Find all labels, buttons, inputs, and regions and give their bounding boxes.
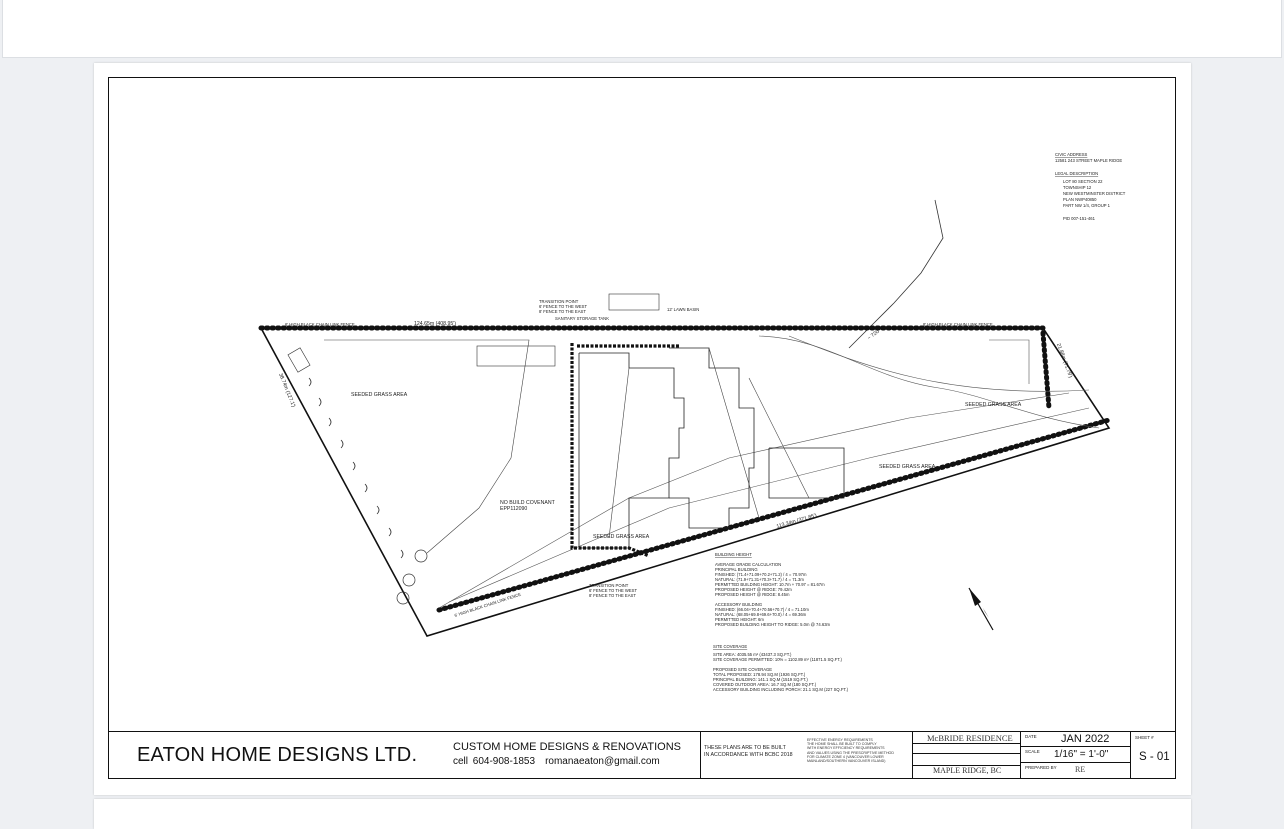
area-label-east: SEEDED GRASS AREA xyxy=(965,402,1022,408)
dim-east: 21.88m (71.79') xyxy=(1055,343,1073,379)
area-label-southeast: SEEDED GRASS AREA xyxy=(879,464,936,470)
accessory-building xyxy=(768,447,845,499)
title-block: EATON HOME DESIGNS LTD. CUSTOM HOME DESI… xyxy=(109,731,1175,778)
drawing-frame: CIVIC ADDRESS 12581 243 STREET MAPLE RID… xyxy=(108,77,1176,779)
svg-text:SITE COVERAGE: SITE COVERAGE xyxy=(713,644,747,649)
transition-top: TRANSITION POINT xyxy=(539,299,579,304)
svg-text:SITE AREA: 4035.55 m² (43437.3: SITE AREA: 4035.55 m² (43437.3 SQ.FT.) xyxy=(713,652,792,657)
fence-nw-label: 6' HIGH BLACK CHAIN LINK FENCE xyxy=(285,322,355,327)
legal-line: PLAN NWP40850 xyxy=(1063,197,1097,202)
document-page: CIVIC ADDRESS 12581 243 STREET MAPLE RID… xyxy=(94,63,1191,795)
area-label-center: SEEDED GRASS AREA xyxy=(593,534,650,540)
svg-text:PROPOSED HEIGHT @ RIDGE: 8.45m: PROPOSED HEIGHT @ RIDGE: 8.45m xyxy=(715,592,790,597)
legal-line: LOT 80 SECTION 22 xyxy=(1063,179,1103,184)
west-trees xyxy=(308,377,404,559)
svg-text:COVERED OUTDOOR AREA: 16.7 SQ.: COVERED OUTDOOR AREA: 16.7 SQ.M (180 SQ.… xyxy=(713,682,817,687)
next-page xyxy=(94,799,1191,829)
fence-south xyxy=(436,417,1112,613)
email: romanaeaton@gmail.com xyxy=(545,756,660,767)
legal-info: CIVIC ADDRESS 12581 243 STREET MAPLE RID… xyxy=(1055,152,1126,221)
scale-label: SCALE xyxy=(1025,749,1040,754)
civic-address: 12581 243 STREET MAPLE RIDGE xyxy=(1055,158,1122,163)
legal-line: TOWNSHIP 12 xyxy=(1063,185,1092,190)
svg-text:PERMITTED HEIGHT: 6m: PERMITTED HEIGHT: 6m xyxy=(715,617,764,622)
svg-text:ACCESSORY BUILDING INCLUDING P: ACCESSORY BUILDING INCLUDING PORCH: 21.1… xyxy=(713,687,849,692)
project-info: McBRIDE RESIDENCE MAPLE RIDGE, BC xyxy=(913,732,1021,778)
svg-text:PRINCIPAL BUILDING: PRINCIPAL BUILDING xyxy=(715,567,758,572)
energy-note: EFFECTIVE ENERGY REQUIREMENTS THE HOME S… xyxy=(805,732,913,778)
date-value: JAN 2022 xyxy=(1061,733,1110,745)
transition-bottom: 6' FENCE TO THE WEST xyxy=(589,588,637,593)
svg-text:NATURAL: (71.9+71.31+70.3+71.7: NATURAL: (71.9+71.31+70.3+71.7) / 4 = 71… xyxy=(715,577,804,582)
scale-value: 1/16" = 1'-0" xyxy=(1054,749,1109,760)
dim-north: 124.65m (408.95') xyxy=(414,321,456,327)
fence-ne-label: 8' HIGH BLACK CHAIN LINK FENCE xyxy=(923,322,993,327)
svg-text:TOTAL PROPOSED: 178.94 SQ.M (1: TOTAL PROPOSED: 178.94 SQ.M (1926 SQ.FT.… xyxy=(713,672,806,677)
transition-top: 6' FENCE TO THE WEST xyxy=(539,304,587,309)
svg-text:FINISHED: (66.04+70.4+70.56+70: FINISHED: (66.04+70.4+70.56+70.7) / 4 = … xyxy=(715,607,809,612)
transition-bottom: 8' FENCE TO THE EAST xyxy=(589,593,636,598)
svg-text:BUILDING HEIGHT: BUILDING HEIGHT xyxy=(715,552,752,557)
lawn-basin-label: 12' LAWN BASIN xyxy=(667,307,699,312)
company-name: EATON HOME DESIGNS LTD. xyxy=(137,743,418,766)
pid: PID 007-151-461 xyxy=(1063,216,1096,221)
svg-text:ACCESSORY BUILDING: ACCESSORY BUILDING xyxy=(715,602,762,607)
area-label-west: SEEDED GRASS AREA xyxy=(351,392,408,398)
svg-text:SITE COVERAGE PERMITTED: 10% =: SITE COVERAGE PERMITTED: 10% = 1102.89 m… xyxy=(713,657,842,662)
svg-text:PROPOSED SITE COVERAGE: PROPOSED SITE COVERAGE xyxy=(713,667,772,672)
project-location: MAPLE RIDGE, BC xyxy=(933,766,1002,775)
svg-text:AVERAGE GRADE CALCULATION: AVERAGE GRADE CALCULATION xyxy=(715,562,781,567)
sheet-label: SHEET # xyxy=(1135,735,1154,740)
legal-description-label: LEGAL DESCRIPTION xyxy=(1055,171,1098,176)
phone: cell 604-908-1853 xyxy=(453,756,536,767)
svg-text:PRINCIPAL BUILDING: 141.1 SQ.M: PRINCIPAL BUILDING: 141.1 SQ.M (1519 SQ.… xyxy=(713,677,808,682)
svg-text:PROPOSED BUILDING HEIGHT TO RI: PROPOSED BUILDING HEIGHT TO RIDGE: 5.0m … xyxy=(715,622,831,627)
transition-bottom: TRANSITION POINT xyxy=(589,583,629,588)
drawing-details: DATE JAN 2022 SCALE 1/16" = 1'-0" PREPAR… xyxy=(1021,732,1131,778)
building-height-notes: BUILDING HEIGHT AVERAGE GRADE CALCULATIO… xyxy=(715,552,831,627)
transition-top: 8' FENCE TO THE EAST xyxy=(539,309,586,314)
driveway xyxy=(570,343,650,558)
svg-text:FINISHED: (71.4+71.09+70.2+71.: FINISHED: (71.4+71.09+70.2+71.2) / 4 = 7… xyxy=(715,572,807,577)
company-contact: CUSTOM HOME DESIGNS & RENOVATIONS cell 6… xyxy=(449,732,701,778)
fence-east xyxy=(1040,330,1052,411)
civic-address-label: CIVIC ADDRESS xyxy=(1055,152,1088,157)
previous-page xyxy=(2,0,1282,58)
prepared-by-value: RE xyxy=(1075,765,1086,774)
sheet-number: SHEET # S - 01 xyxy=(1131,732,1177,778)
legal-line: NEW WESTMINSTER DISTRICT xyxy=(1063,191,1126,196)
plans-note: THESE PLANS ARE TO BE BUILT IN ACCORDANC… xyxy=(704,745,793,758)
contour-label: ~ 720 xyxy=(867,329,881,342)
north-arrow-icon xyxy=(968,587,994,631)
sheet-value: S - 01 xyxy=(1139,751,1170,763)
no-build-label: NO BUILD COVENANT xyxy=(500,500,556,506)
dim-west: 38.74m (127.1') xyxy=(277,373,296,409)
house-footprint xyxy=(578,352,685,549)
svg-text:NATURAL: (68.05+69.8+69.6+70.0: NATURAL: (68.05+69.8+69.6+70.0) / 4 = 69… xyxy=(715,612,807,617)
date-label: DATE xyxy=(1025,734,1037,739)
svg-text:PERMITTED BUILDING HEIGHT: 10.: PERMITTED BUILDING HEIGHT: 10.7m + 70.97… xyxy=(715,582,825,587)
site-plan-drawing: CIVIC ADDRESS 12581 243 STREET MAPLE RID… xyxy=(258,152,1126,692)
site-coverage-notes: SITE COVERAGE SITE AREA: 4035.55 m² (434… xyxy=(713,644,849,692)
prepared-by-label: PREPARED BY xyxy=(1025,765,1057,770)
storage-tank-label: SANITARY STORAGE TANK xyxy=(555,316,609,321)
property-line xyxy=(259,327,1111,637)
company-tagline: CUSTOM HOME DESIGNS & RENOVATIONS xyxy=(453,741,681,753)
dim-south: 113.34m (371.85') xyxy=(776,513,818,530)
residence-name: McBRIDE RESIDENCE xyxy=(913,732,1020,744)
svg-text:PROPOSED HEIGHT @ RIDGE: 79.42: PROPOSED HEIGHT @ RIDGE: 79.42m xyxy=(715,587,792,592)
no-build-ref: EPP112090 xyxy=(500,506,527,512)
legal-line: PART NW 1/4, GROUP 1 xyxy=(1063,203,1111,208)
